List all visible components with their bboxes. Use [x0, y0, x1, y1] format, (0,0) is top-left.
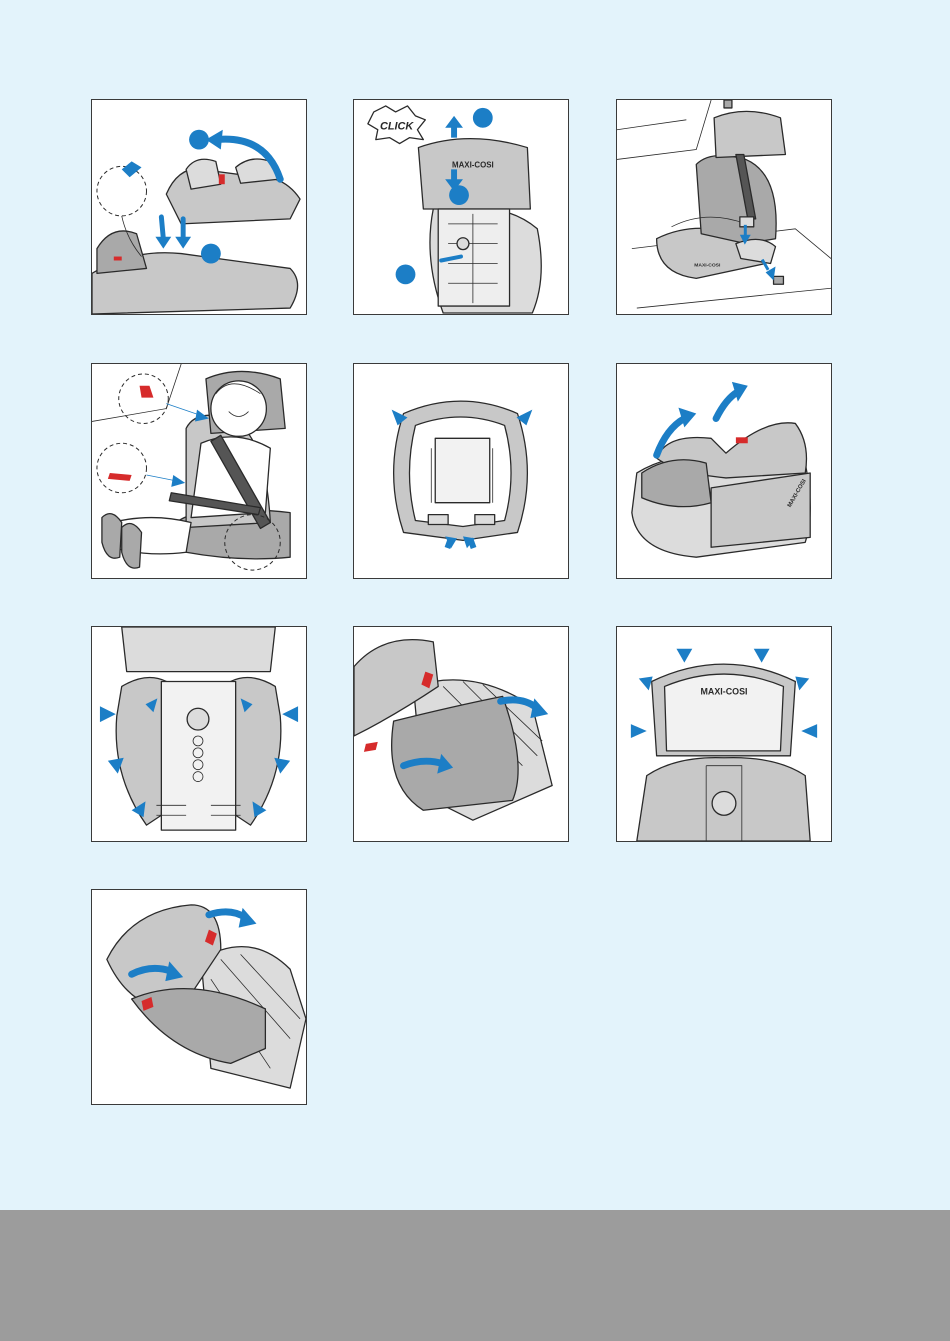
arrow-icon	[100, 706, 116, 722]
illustration-headrest-cover: MAXI-COSI	[617, 627, 831, 841]
panel-step-backrest-cover-clips	[91, 626, 307, 842]
adjust-knob	[187, 708, 209, 730]
up-arrow-icon	[445, 116, 463, 128]
arrow-icon	[676, 649, 692, 663]
brand-mark-small: MAXI-COSI	[694, 262, 721, 268]
arrow-icon	[639, 677, 653, 691]
red-clip-icon	[114, 257, 122, 261]
red-clip-icon	[736, 437, 748, 443]
arrow-icon	[171, 475, 185, 487]
panel-step-backrest-rear-clips	[353, 363, 569, 579]
illustration-peel-cover	[354, 627, 568, 841]
child-figure	[211, 381, 266, 436]
panel-step-headrest-cover-clips: MAXI-COSI	[616, 626, 832, 842]
detail-callout	[97, 166, 147, 216]
panel-step-seat-in-car-belt: MAXI-COSI	[616, 99, 832, 315]
footer-band	[0, 1210, 950, 1341]
belt-buckle	[740, 217, 754, 227]
illustration-backrest-rear	[354, 364, 568, 578]
number-circle-icon	[189, 130, 209, 150]
panel-step-attach-backrest	[91, 99, 307, 315]
illustration-booster-cover: MAXI-COSI	[617, 364, 831, 578]
red-clip-icon	[219, 174, 225, 184]
panel-step-peel-seat-cover	[353, 626, 569, 842]
panel-step-click-headrest: MAXI-COSI CLICK	[353, 99, 569, 315]
illustration-backrest-cover	[92, 627, 306, 841]
brand-mark: MAXI-COSI	[700, 686, 747, 696]
panel-step-booster-cover-removal: MAXI-COSI	[616, 363, 832, 579]
red-clip-icon	[364, 742, 378, 752]
curved-arrow-icon	[716, 392, 738, 419]
illustration-click-headrest: MAXI-COSI CLICK	[354, 100, 568, 314]
number-circle-icon	[473, 108, 493, 128]
panel-step-child-belt-routing	[91, 363, 307, 579]
brand-mark: MAXI-COSI	[452, 160, 494, 169]
arrow-icon	[801, 724, 817, 738]
illustration-child-belt	[92, 364, 306, 578]
illustration-seat-in-car: MAXI-COSI	[617, 100, 831, 314]
number-circle-icon	[201, 244, 221, 264]
down-arrow-icon	[155, 237, 171, 249]
number-circle-icon	[396, 264, 416, 284]
arrow-icon	[631, 724, 647, 738]
detail-callout	[97, 443, 147, 493]
arrow-icon	[754, 649, 770, 663]
adjust-knob	[457, 238, 469, 250]
click-label: CLICK	[380, 121, 414, 133]
down-arrow-icon	[175, 237, 191, 249]
illustration-remove-cover	[92, 890, 306, 1104]
number-circle-icon	[449, 185, 469, 205]
down-arrow-icon	[122, 161, 142, 177]
illustration-attach-backrest	[92, 100, 306, 314]
detail-callout	[119, 374, 169, 424]
panel-step-remove-cover	[91, 889, 307, 1105]
arrow-icon	[282, 706, 298, 722]
arrow-icon	[795, 677, 809, 691]
